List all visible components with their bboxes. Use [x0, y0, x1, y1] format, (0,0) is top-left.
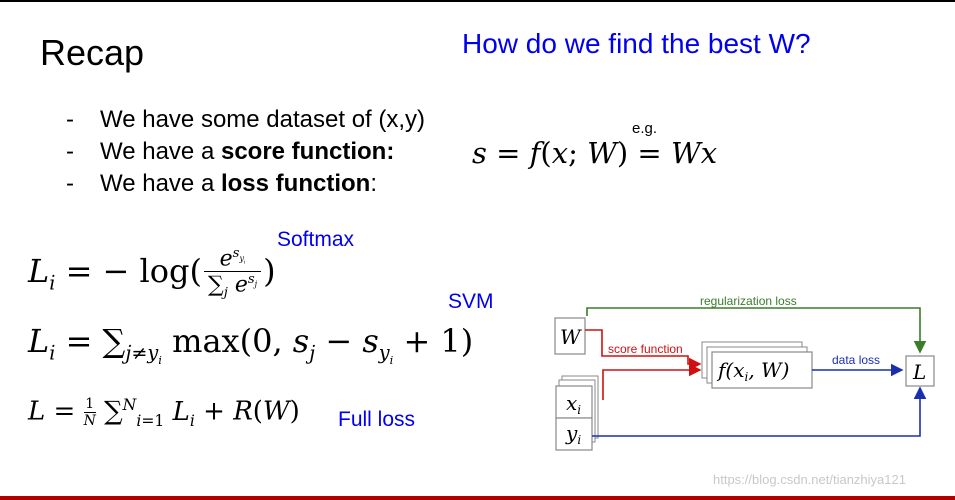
svm-label: SVM — [448, 290, 494, 313]
softmax-loss-equation: Li = − log(esyi∑j esj) — [28, 246, 276, 302]
y-node-label: yi — [565, 421, 581, 447]
top-divider — [0, 0, 955, 2]
regularization-arrow — [586, 307, 927, 354]
bullet-dash: - — [66, 170, 74, 197]
full-loss-label: Full loss — [338, 408, 416, 431]
eg-label: e.g. — [632, 120, 658, 137]
softmax-label: Softmax — [277, 228, 355, 251]
svm-loss-equation: Li = ∑j≠yi max(0, sj − syi + 1) — [28, 322, 474, 368]
x-node — [555, 385, 593, 419]
bullet-item: -We have a loss function: — [66, 168, 425, 200]
l-node-label: L — [912, 360, 926, 384]
y-node — [555, 417, 593, 451]
bullet-item: -We have a score function: — [66, 136, 425, 168]
bullet-dash: - — [66, 106, 74, 133]
bullet-text: We have some dataset of (x,y) — [100, 106, 426, 133]
w-node-label: W — [560, 325, 582, 349]
bullet-dash: - — [66, 138, 74, 165]
slide-title: Recap — [40, 32, 145, 73]
score-function-label: score function — [608, 342, 683, 356]
bullet-text: We have a — [100, 138, 221, 165]
score-function-equation: s = f(x; W) = Wx — [472, 136, 718, 170]
l-node — [905, 355, 935, 387]
bullet-list: -We have some dataset of (x,y) -We have … — [66, 104, 425, 200]
softmax-fraction: esyi∑j esj — [204, 246, 262, 301]
loss-computation-diagram: regularization loss W score function xi … — [554, 294, 935, 451]
bullet-text-suffix: : — [370, 170, 377, 197]
f-node-label: f(xi, W) — [716, 358, 789, 384]
label-arrow-y — [592, 386, 927, 437]
regularization-loss-label: regularization loss — [700, 294, 797, 308]
bullet-item: -We have some dataset of (x,y) — [66, 104, 425, 136]
bullet-text: We have a — [100, 170, 221, 197]
bullet-bold-text: score function: — [220, 138, 395, 165]
data-loss-label: data loss — [832, 353, 880, 367]
score-function-arrow-x — [602, 363, 702, 400]
bullet-bold-text: loss function — [220, 170, 371, 197]
w-node — [554, 317, 586, 355]
bottom-divider — [0, 496, 955, 500]
watermark: https://blog.csdn.net/tianzhiya121 — [713, 472, 906, 487]
slide-question: How do we find the best W? — [462, 28, 811, 59]
f-node — [711, 351, 813, 389]
x-node-label: xi — [566, 391, 581, 417]
